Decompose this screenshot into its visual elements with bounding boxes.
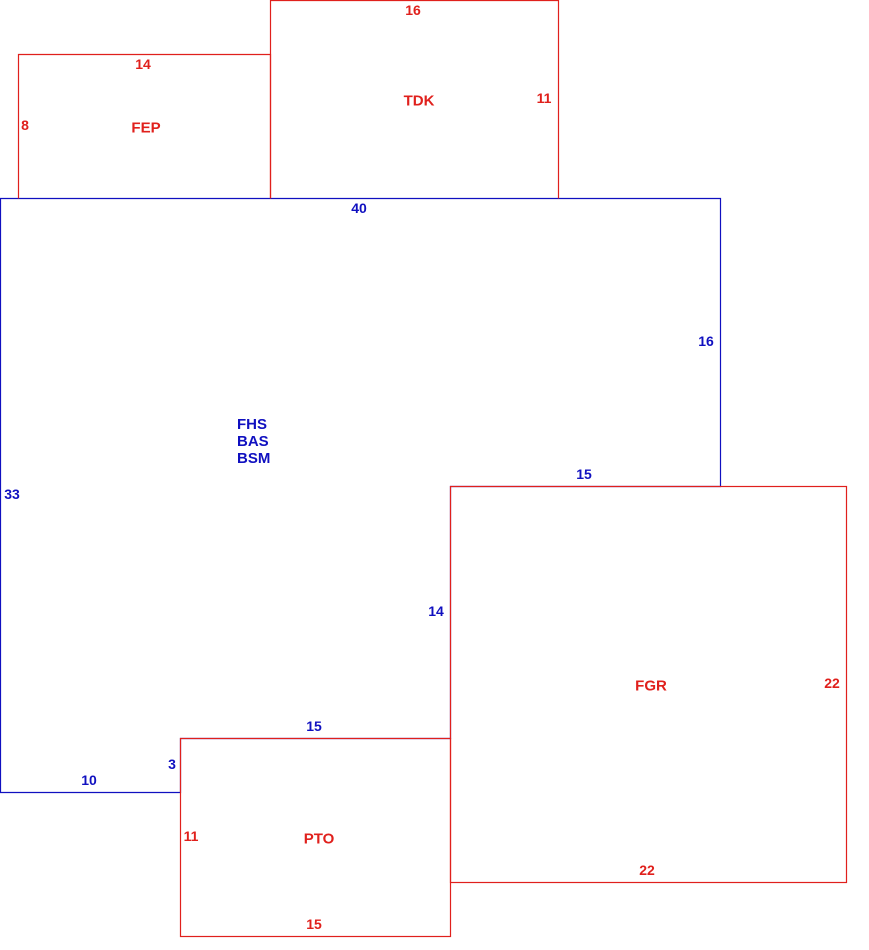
pto-area-label: PTO [303,830,335,848]
main-area-codes: FHS BAS BSM [237,416,270,467]
fep-dim-left: 8 [21,117,29,133]
fgr-area-outline [449,485,848,884]
fgr-dim-right: 22 [824,675,840,691]
main-dim-notch-side: 3 [168,756,176,772]
fep-area-label: FEP [131,119,161,137]
main-dim-bottom: 10 [81,772,97,788]
main-dim-step-right: 14 [428,603,444,619]
main-area-code: BSM [237,450,271,467]
tdk-area-label: TDK [403,92,435,110]
fgr-area-label: FGR [635,677,667,695]
main-dim-left: 33 [4,486,20,502]
tdk-dim-right: 11 [536,90,552,106]
main-dim-notch-top: 15 [306,718,322,734]
main-dim-step-top: 15 [576,466,592,482]
tdk-dim-top: 16 [405,2,421,18]
fep-dim-top: 14 [135,56,151,72]
pto-dim-left: 11 [183,828,199,844]
main-area-code: BAS [237,433,269,450]
pto-dim-bottom: 15 [306,916,322,932]
main-area-code: FHS [237,416,267,433]
pto-area-outline [179,737,452,938]
main-dim-right: 16 [698,333,714,349]
fgr-dim-bottom: 22 [639,862,655,878]
tdk-area-outline [269,0,560,199]
main-area-outline [0,197,722,794]
main-dim-top: 40 [351,200,367,216]
